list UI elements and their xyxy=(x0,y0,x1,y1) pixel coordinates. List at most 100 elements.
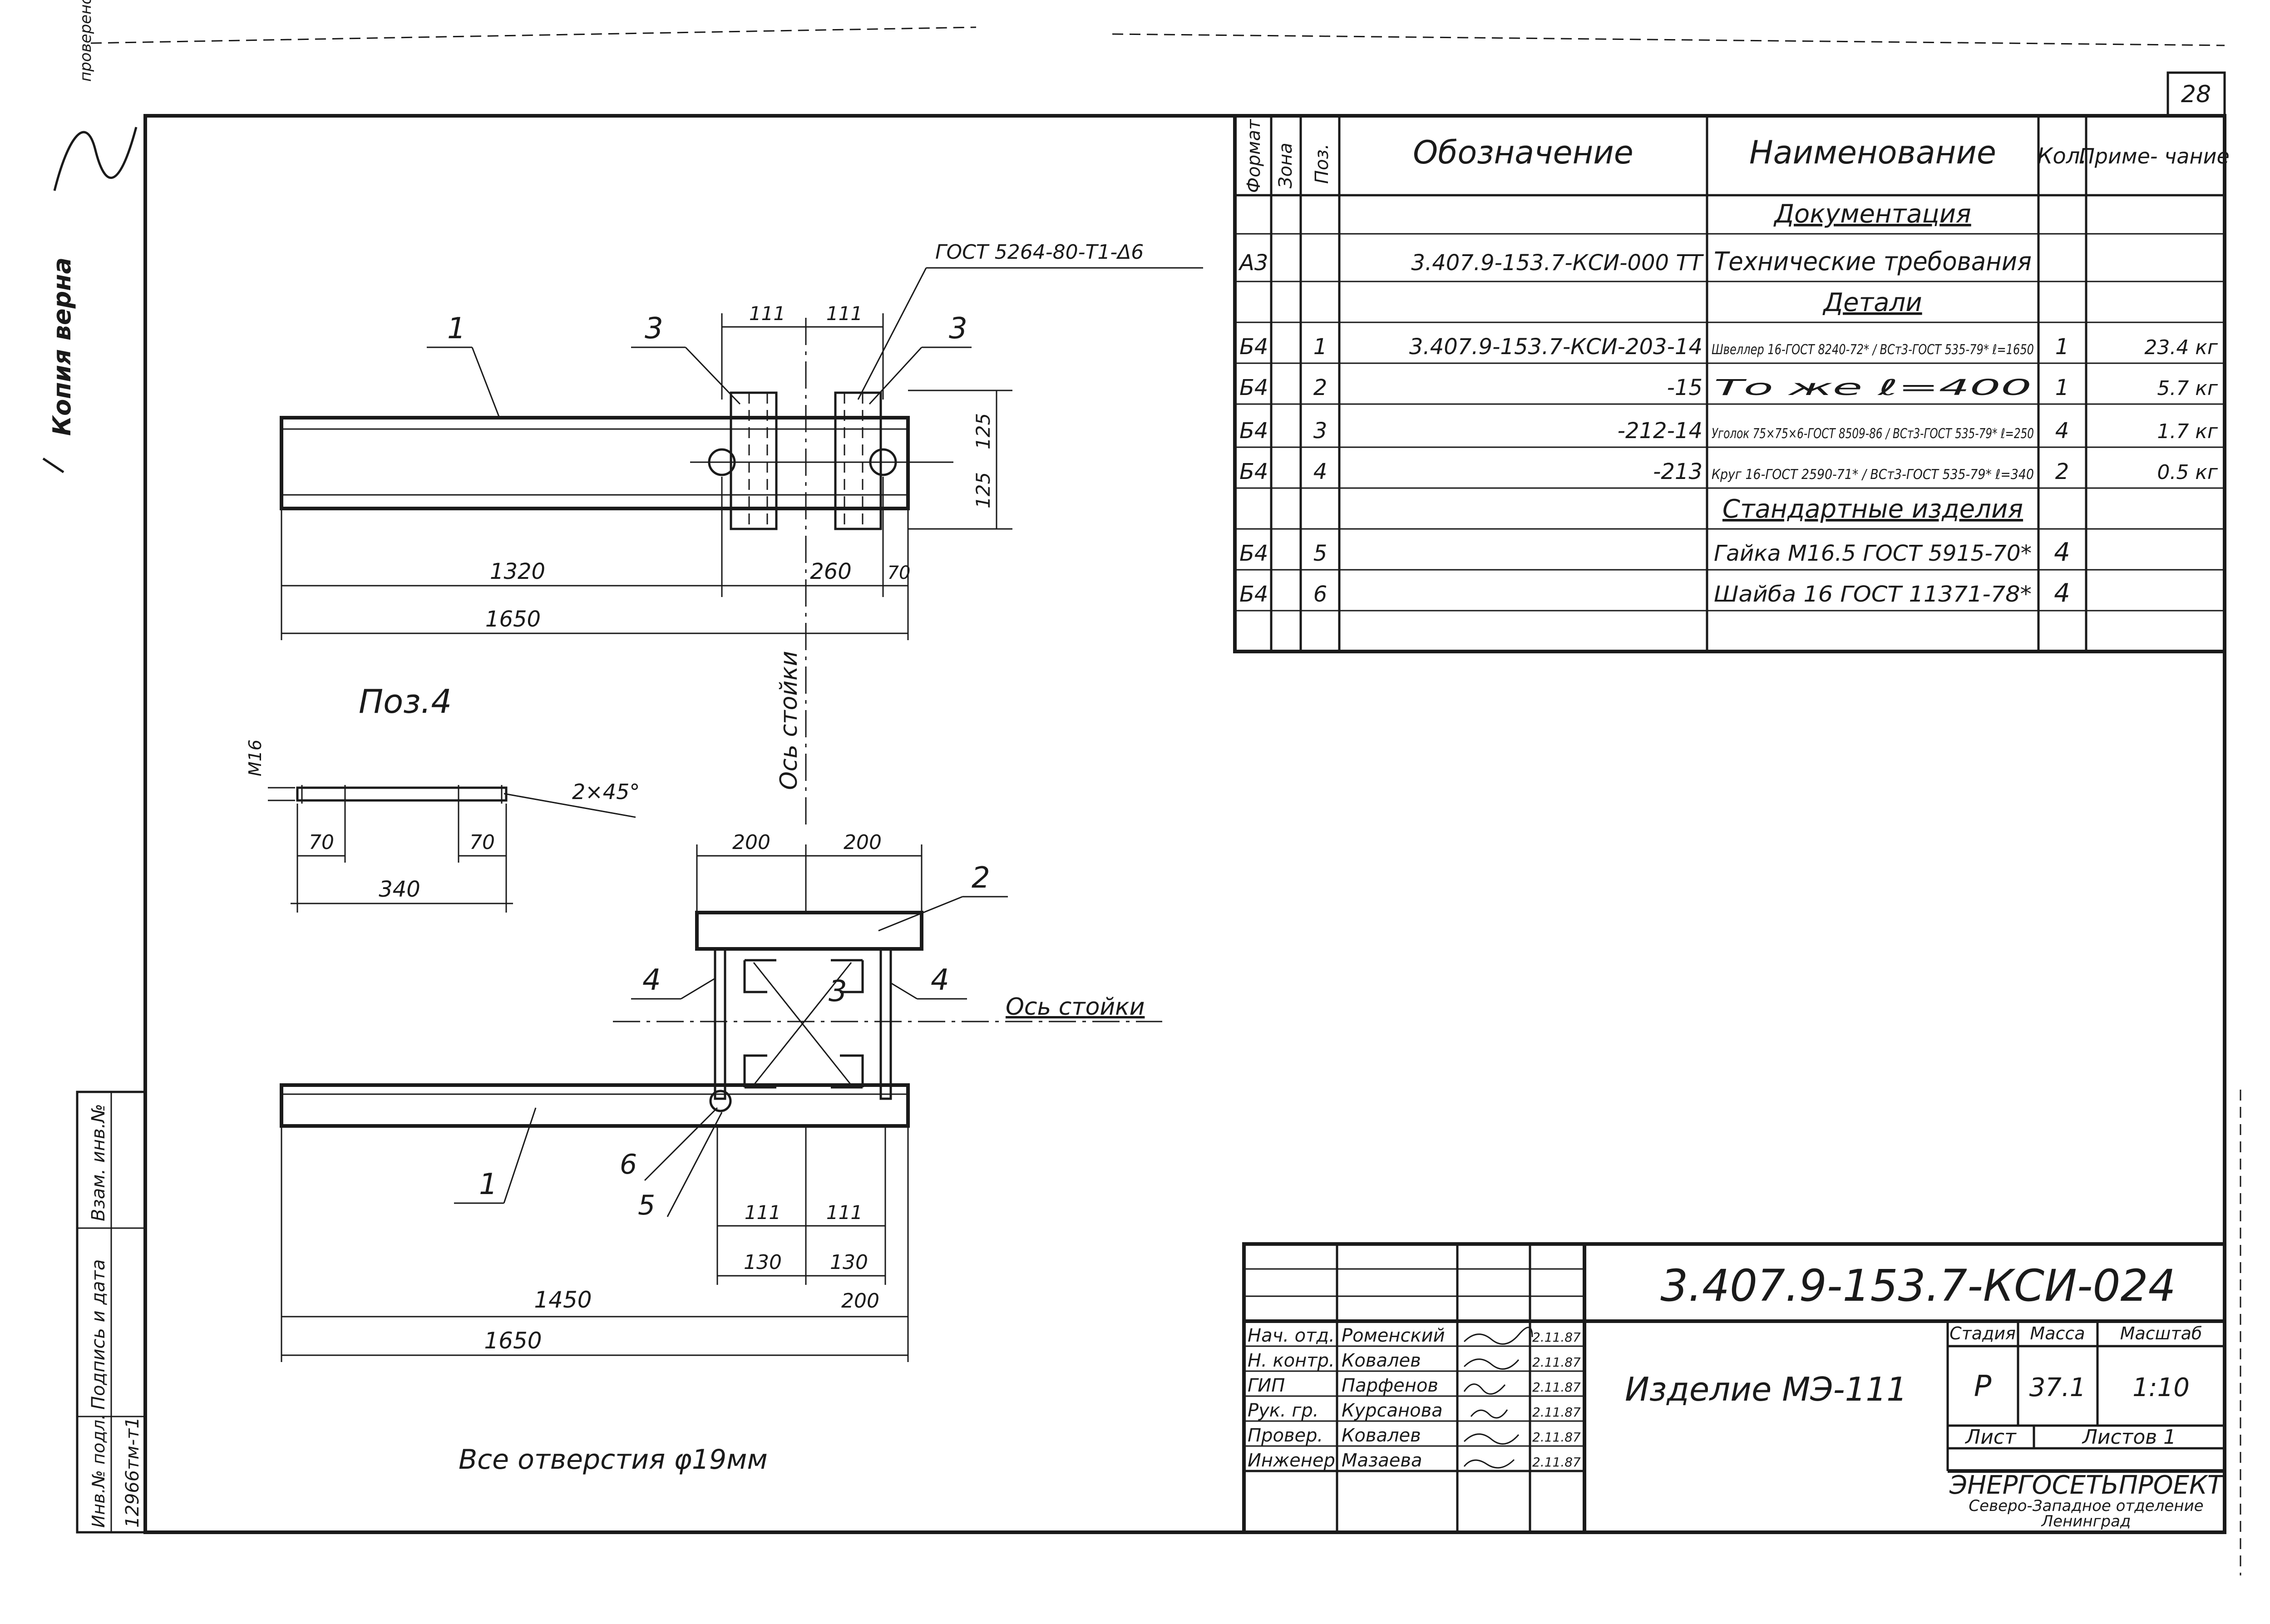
signer-name: Мазаева xyxy=(1342,1450,1422,1471)
rod-left xyxy=(714,948,726,1100)
signer-row: Н. контр. Ковалев 2.11.87 xyxy=(1248,1350,1581,1371)
signature-icon xyxy=(1463,1327,1533,1345)
channel-elevation xyxy=(280,416,910,510)
copy-note: Копия верна xyxy=(48,257,76,436)
org-name: ЭНЕРГОСЕТЬПРОЕКТ xyxy=(1949,1471,2225,1500)
plan-dim-111-b: 111 xyxy=(826,1201,863,1224)
hdr-note: Приме- чание xyxy=(2079,144,2230,168)
signer-name: Курсанова xyxy=(1342,1400,1443,1421)
pos4-view: Поз.4 М16 2×45° 70 70 340 xyxy=(245,682,640,913)
plan-view: 200 200 2 3 4 4 Ось стойки 1 6 xyxy=(280,831,1162,1476)
page-number: 28 xyxy=(2181,81,2211,108)
cell-qty: 1 xyxy=(2055,375,2069,400)
callout-1-top: 1 xyxy=(447,312,466,346)
table-row: Б4 5 Гайка М16.5 ГОСТ 5915-70* 4 xyxy=(1239,538,2070,567)
cell-designation: -213 xyxy=(1653,459,1702,484)
signer-date: 2.11.87 xyxy=(1532,1455,1581,1470)
cell-pos: 3 xyxy=(1313,418,1327,444)
cell-pos: 2 xyxy=(1313,375,1327,400)
cell-designation: -15 xyxy=(1667,375,1702,400)
stage-label: Стадия xyxy=(1949,1323,2016,1343)
cell-pos: 4 xyxy=(1313,459,1327,484)
cell-pos: 1 xyxy=(1313,334,1327,360)
plan-dim-200-a: 200 xyxy=(732,831,770,854)
margin-mark xyxy=(42,457,64,474)
signature-icon xyxy=(1463,1358,1520,1370)
channel-pos1-plan xyxy=(280,1083,910,1128)
cell-format: А3 xyxy=(1238,250,1268,276)
callout-5: 5 xyxy=(638,1190,655,1221)
drawing-code: 3.407.9-153.7-КСИ-024 xyxy=(1660,1260,2176,1311)
cell-name: Технические требования xyxy=(1714,247,2032,276)
signer-date: 2.11.87 xyxy=(1532,1330,1581,1345)
holes-note: Все отверстия φ19мм xyxy=(459,1444,768,1476)
signer-name: Ковалев xyxy=(1342,1350,1421,1371)
top-dashed-line xyxy=(90,26,977,44)
cell-qty: 1 xyxy=(2055,334,2069,360)
spec-table: Формат Зона Поз. Обозначение Наименовани… xyxy=(1233,114,2230,653)
channel-pos2 xyxy=(695,911,923,951)
cell-qty: 4 xyxy=(2054,578,2070,608)
dim-70: 70 xyxy=(888,563,911,583)
cell-format: Б4 xyxy=(1239,334,1268,360)
side-vzam: Взам. инв.№ xyxy=(88,1104,109,1221)
signature-icon xyxy=(1463,1383,1506,1395)
plan-dim-200-b: 200 xyxy=(844,831,882,854)
plan-dim-130-a: 130 xyxy=(744,1251,782,1274)
cell-name: Швеллер 16-ГОСТ 8240-72* / ВСт3-ГОСТ 535… xyxy=(1712,342,2034,358)
hdr-zone: Зона xyxy=(1275,143,1296,188)
signer-row: Нач. отд. Роменский 2.11.87 xyxy=(1248,1325,1581,1346)
plan-dim-1650: 1650 xyxy=(484,1328,542,1354)
signature-icon xyxy=(1463,1459,1515,1469)
cell-note: 23.4 кг xyxy=(2144,336,2218,359)
hdr-format: Формат xyxy=(1244,118,1264,193)
signer-row: Инженер Мазаева 2.11.87 xyxy=(1248,1450,1581,1471)
table-row: Б4 2 -15 То же ℓ=400 1 5.7 кг xyxy=(1239,375,2218,400)
hdr-name: Наименование xyxy=(1749,134,1996,171)
dim-260: 260 xyxy=(810,559,852,584)
org-dept: Северо-Западное отделение xyxy=(1969,1497,2203,1515)
callout-3-right: 3 xyxy=(949,312,967,346)
angle-right xyxy=(834,391,882,530)
signer-role: ГИП xyxy=(1248,1375,1285,1396)
pos4-title: Поз.4 xyxy=(359,682,452,721)
pos4-dim-70-b: 70 xyxy=(469,831,495,854)
sheet-label: Лист xyxy=(1964,1426,2017,1449)
cell-note: 1.7 кг xyxy=(2157,420,2218,443)
plan-dim-200: 200 xyxy=(841,1289,879,1313)
pos4-dim-70-a: 70 xyxy=(309,831,334,854)
product-name: Изделие МЭ-111 xyxy=(1625,1370,1907,1408)
thread-label: М16 xyxy=(245,740,265,776)
cell-pos: 6 xyxy=(1313,582,1327,607)
sheet-frame xyxy=(143,114,2226,1534)
signature-icon xyxy=(1463,1433,1520,1445)
title-block: 3.407.9-153.7-КСИ-024 Изделие МЭ-111 Ста… xyxy=(1242,1242,2226,1534)
stage-value: Р xyxy=(1974,1370,1992,1403)
cell-name: Круг 16-ГОСТ 2590-71* / ВСт3-ГОСТ 535-79… xyxy=(1712,467,2034,483)
table-row: Б4 1 3.407.9-153.7-КСИ-203-14 Швеллер 16… xyxy=(1239,334,2218,360)
signer-role: Рук. гр. xyxy=(1248,1400,1319,1421)
sheets-label: Листов 1 xyxy=(2082,1426,2176,1449)
signer-name: Роменский xyxy=(1342,1325,1445,1346)
signer-role: Н. контр. xyxy=(1248,1350,1335,1371)
dim-111-a: 111 xyxy=(749,302,785,325)
org-city: Ленинград xyxy=(2041,1512,2131,1530)
signer-date: 2.11.87 xyxy=(1532,1355,1581,1370)
signer-name: Ковалев xyxy=(1342,1425,1421,1446)
callout-4-right: 4 xyxy=(931,963,949,997)
callout-6: 6 xyxy=(620,1149,637,1180)
callout-4-left: 4 xyxy=(642,963,661,997)
top-dashed-line-2 xyxy=(1112,33,2225,46)
mass-value: 37.1 xyxy=(2029,1373,2086,1402)
hdr-pos: Поз. xyxy=(1312,143,1332,184)
callout-3-left: 3 xyxy=(645,312,663,346)
hdr-qty: Кол. xyxy=(2037,143,2087,169)
hdr-designation: Обозначение xyxy=(1413,134,1633,171)
chamfer-label: 2×45° xyxy=(572,780,640,804)
signer-date: 2.11.87 xyxy=(1532,1405,1581,1420)
cell-format: Б4 xyxy=(1239,418,1268,444)
scale-value: 1:10 xyxy=(2132,1373,2190,1402)
stamp-text: проверено xyxy=(77,0,95,82)
